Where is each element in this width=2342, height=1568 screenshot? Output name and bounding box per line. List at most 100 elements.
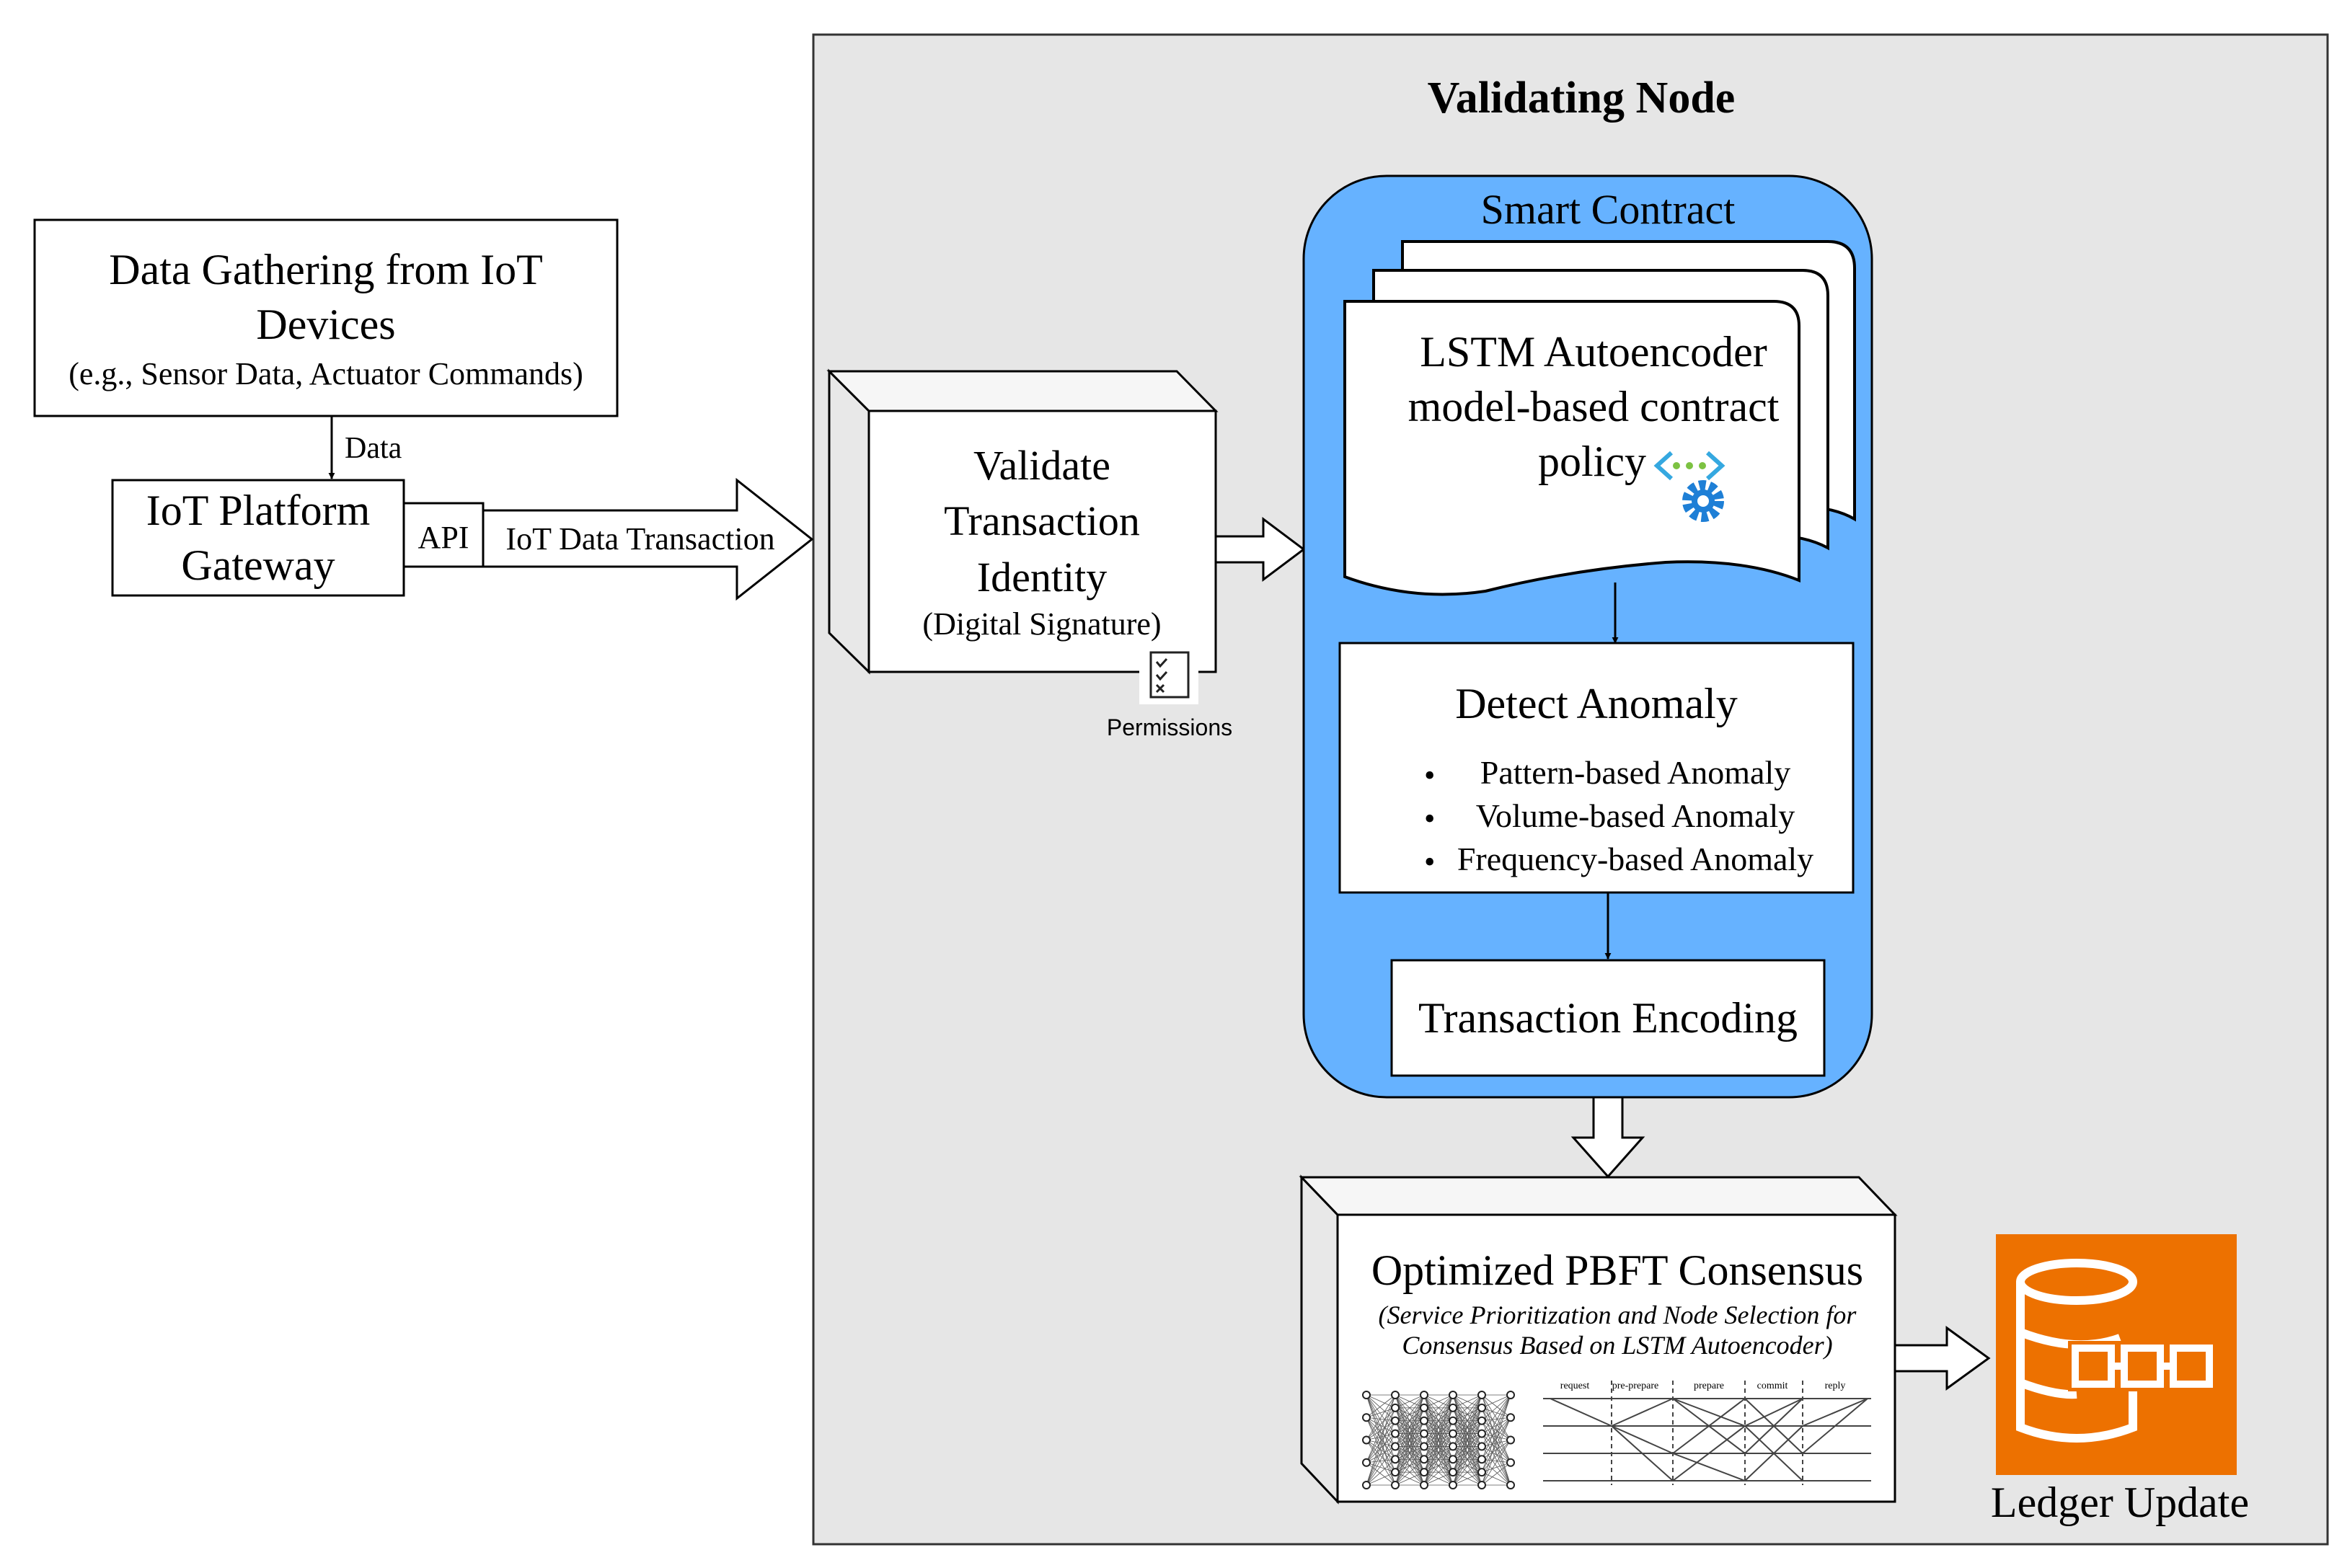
nn-node xyxy=(1449,1442,1457,1451)
nn-node xyxy=(1391,1416,1400,1425)
nn-node xyxy=(1477,1391,1486,1399)
nn-edge xyxy=(1481,1417,1511,1447)
nn-edge xyxy=(1366,1446,1396,1463)
nn-edge xyxy=(1481,1394,1511,1447)
nn-edge xyxy=(1452,1433,1482,1486)
nn-edge xyxy=(1481,1417,1511,1422)
transaction-arrow xyxy=(482,477,814,601)
nn-node xyxy=(1449,1416,1457,1425)
nn-node xyxy=(1362,1458,1371,1467)
nn-edge xyxy=(1395,1394,1425,1409)
validate-identity-box: Validate Transaction Identity (Digital S… xyxy=(826,368,1219,675)
nn-edge xyxy=(1481,1433,1511,1440)
nn-node xyxy=(1420,1468,1428,1477)
nn-node xyxy=(1391,1468,1400,1477)
validate-title-2: Transaction xyxy=(944,497,1140,544)
nn-node xyxy=(1391,1442,1400,1451)
nn-edge xyxy=(1481,1417,1511,1460)
nn-edge xyxy=(1481,1417,1511,1486)
data-gathering-title-cont: Devices xyxy=(256,301,395,348)
nn-edge xyxy=(1423,1394,1454,1447)
nn-edge xyxy=(1395,1407,1425,1486)
nn-node xyxy=(1477,1481,1486,1489)
phase-prepare: prepare xyxy=(1694,1381,1724,1391)
nn-edge xyxy=(1423,1420,1454,1486)
validate-title: Validate xyxy=(973,442,1110,489)
nn-edge xyxy=(1423,1433,1454,1486)
nn-edge xyxy=(1366,1440,1396,1447)
nn-edge xyxy=(1366,1458,1396,1486)
transaction-encoding-label: Transaction Encoding xyxy=(1418,994,1798,1042)
nn-edge xyxy=(1481,1417,1511,1434)
nn-edge xyxy=(1395,1394,1425,1447)
nn-edge xyxy=(1395,1446,1425,1486)
anomaly-item-pattern: Pattern-based Anomaly xyxy=(1480,754,1791,791)
detect-anomaly-title: Detect Anomaly xyxy=(1455,680,1738,727)
contract-policy-document: LSTM Autoencoder model-based contract po… xyxy=(1343,240,1856,596)
nn-edge xyxy=(1481,1394,1511,1440)
nn-edge xyxy=(1452,1394,1482,1409)
nn-edge xyxy=(1366,1407,1396,1486)
encoding-to-pbft-arrow xyxy=(1570,1096,1645,1179)
nn-edge xyxy=(1395,1420,1425,1486)
nn-node xyxy=(1420,1403,1428,1412)
nn-edge xyxy=(1366,1394,1396,1486)
policy-line-3: policy xyxy=(1538,438,1646,485)
nn-edge xyxy=(1481,1417,1511,1473)
nn-edge xyxy=(1395,1394,1425,1460)
pbft-phase-diagram: request pre-prepare prepare commit reply xyxy=(1543,1381,1871,1485)
nn-edge xyxy=(1395,1394,1425,1434)
nn-edge xyxy=(1423,1394,1454,1486)
pbft-subtitle-1: (Service Prioritization and Node Selecti… xyxy=(1379,1301,1857,1329)
validate-to-contract-arrow xyxy=(1214,517,1306,582)
nn-edge xyxy=(1395,1394,1425,1486)
anomaly-item-volume: Volume-based Anomaly xyxy=(1476,797,1795,834)
pbft-to-ledger-arrow xyxy=(1894,1326,1991,1391)
nn-edge xyxy=(1452,1394,1482,1473)
permissions-label: Permissions xyxy=(1107,714,1232,740)
nn-edge xyxy=(1481,1407,1511,1463)
nn-edge xyxy=(1481,1394,1511,1422)
nn-edge xyxy=(1481,1446,1511,1486)
nn-node xyxy=(1391,1429,1400,1438)
nn-edge xyxy=(1366,1420,1396,1463)
nn-edge xyxy=(1366,1417,1396,1460)
validating-node-title: Validating Node xyxy=(1428,74,1736,123)
nn-edge xyxy=(1366,1446,1396,1486)
api-box: API xyxy=(402,502,485,568)
nn-edge xyxy=(1423,1394,1454,1460)
nn-node xyxy=(1477,1416,1486,1425)
anomaly-bullet: • xyxy=(1424,801,1435,836)
nn-node xyxy=(1391,1403,1400,1412)
nn-node xyxy=(1391,1391,1400,1399)
data-arrow-label: Data xyxy=(345,432,402,465)
nn-node xyxy=(1477,1468,1486,1477)
nn-edge xyxy=(1395,1471,1425,1486)
nn-edge xyxy=(1366,1433,1396,1463)
data-gathering-examples: (e.g., Sensor Data, Actuator Commands) xyxy=(69,356,583,391)
nn-edge xyxy=(1366,1394,1396,1460)
nn-edge xyxy=(1423,1407,1454,1486)
nn-node xyxy=(1362,1391,1371,1399)
nn-edge xyxy=(1366,1394,1396,1463)
nn-edge xyxy=(1423,1471,1454,1486)
nn-edge xyxy=(1481,1433,1511,1486)
nn-node xyxy=(1449,1468,1457,1477)
gateway-title: IoT Platform xyxy=(146,487,371,534)
data-gathering-box: Data Gathering from IoT Devices (e.g., S… xyxy=(33,218,619,417)
nn-edge xyxy=(1366,1417,1396,1473)
nn-edge xyxy=(1366,1471,1396,1486)
nn-edge xyxy=(1452,1394,1482,1422)
nn-edge xyxy=(1366,1394,1396,1473)
nn-edge xyxy=(1366,1394,1396,1418)
nn-edge xyxy=(1481,1394,1511,1486)
nn-edge xyxy=(1481,1407,1511,1486)
nn-edge xyxy=(1481,1420,1511,1440)
nn-node xyxy=(1362,1481,1371,1489)
nn-edge xyxy=(1423,1458,1454,1486)
nn-node xyxy=(1449,1403,1457,1412)
nn-edge xyxy=(1481,1440,1511,1447)
pbft-subtitle-2: Consensus Based on LSTM Autoencoder) xyxy=(1402,1331,1832,1360)
nn-edge xyxy=(1366,1462,1396,1486)
nn-node xyxy=(1420,1391,1428,1399)
